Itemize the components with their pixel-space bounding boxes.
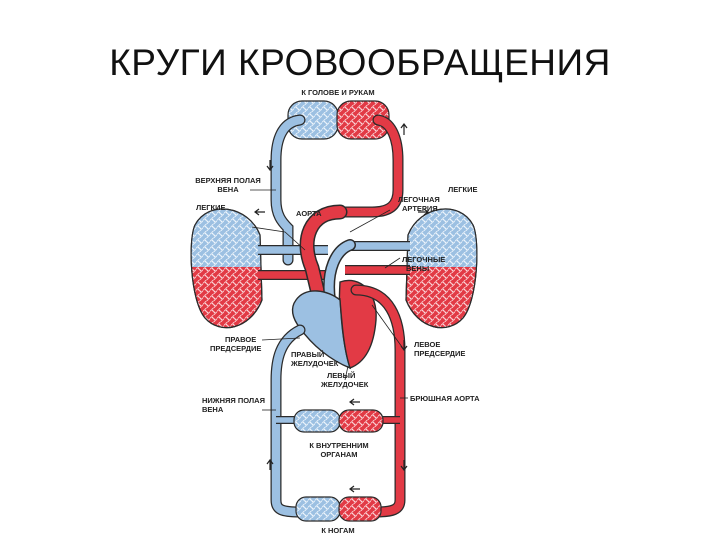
label-lungs-left: ЛЕГКИЕ: [196, 203, 226, 212]
label-right-ventricle: ПРАВЫЙ: [291, 350, 324, 359]
label-left-atrium: ЛЕВОЕ: [414, 340, 440, 349]
label-superior-vena-cava: ВЕРХНЯЯ ПОЛАЯ: [195, 176, 261, 185]
arrow-down-icon: [266, 160, 274, 171]
heart: [291, 279, 377, 370]
label-lungs-right: ЛЕГКИЕ: [448, 185, 478, 194]
arrow-left-icon: [254, 208, 265, 216]
left-lung: [190, 208, 263, 329]
flow-arrows: [254, 123, 429, 493]
slide-title: КРУГИ КРОВООБРАЩЕНИЯ: [109, 42, 611, 83]
label-to-head-arms: К ГОЛОВЕ И РУКАМ: [301, 88, 374, 97]
arrow-up-icon: [266, 459, 274, 470]
label-left-ventricle-2: ЖЕЛУДОЧЕК: [320, 380, 369, 389]
legs-capillary-bed: [295, 496, 382, 522]
head-arms-capillary-bed: [287, 100, 390, 140]
arrow-left-icon: [349, 398, 360, 406]
leader-lines: [250, 189, 408, 411]
right-lung: [405, 208, 478, 329]
label-right-atrium-2: ПРЕДСЕРДИЕ: [210, 344, 261, 353]
label-pulmonary-artery-2: АРТЕРИЯ: [402, 204, 438, 213]
arrow-down-icon: [400, 460, 408, 471]
label-inferior-vena-cava-2: ВЕНА: [202, 405, 224, 414]
label-right-atrium: ПРАВОЕ: [225, 335, 256, 344]
label-to-internal-organs: К ВНУТРЕННИМ: [309, 441, 368, 450]
label-left-ventricle: ЛЕВЫЙ: [327, 371, 355, 380]
label-pulmonary-veins-2: ВЕНЫ: [406, 264, 429, 273]
label-right-ventricle-2: ЖЕЛУДОЧЕК: [290, 359, 339, 368]
arrow-up-icon: [400, 123, 408, 135]
label-superior-vena-cava-2: ВЕНА: [217, 185, 239, 194]
label-pulmonary-veins: ЛЕГОЧНЫЕ: [402, 255, 445, 264]
label-pulmonary-artery: ЛЕГОЧНАЯ: [398, 195, 440, 204]
arrow-left-icon: [349, 485, 360, 493]
internal-organs-capillary-bed: [276, 409, 400, 433]
label-aorta: АОРТА: [296, 209, 322, 218]
labels: К ГОЛОВЕ И РУКАМ ВЕРХНЯЯ ПОЛАЯ ВЕНА ЛЕГК…: [195, 88, 480, 535]
label-inferior-vena-cava: НИЖНЯЯ ПОЛАЯ: [202, 396, 265, 405]
arrow-down-icon: [400, 340, 408, 351]
label-left-atrium-2: ПРЕДСЕРДИЕ: [414, 349, 465, 358]
label-to-legs: К НОГАМ: [321, 526, 354, 535]
label-abdominal-aorta: БРЮШНАЯ АОРТА: [410, 394, 480, 403]
label-to-internal-organs-2: ОРГАНАМ: [320, 450, 357, 459]
arrow-right-icon: [418, 208, 429, 216]
